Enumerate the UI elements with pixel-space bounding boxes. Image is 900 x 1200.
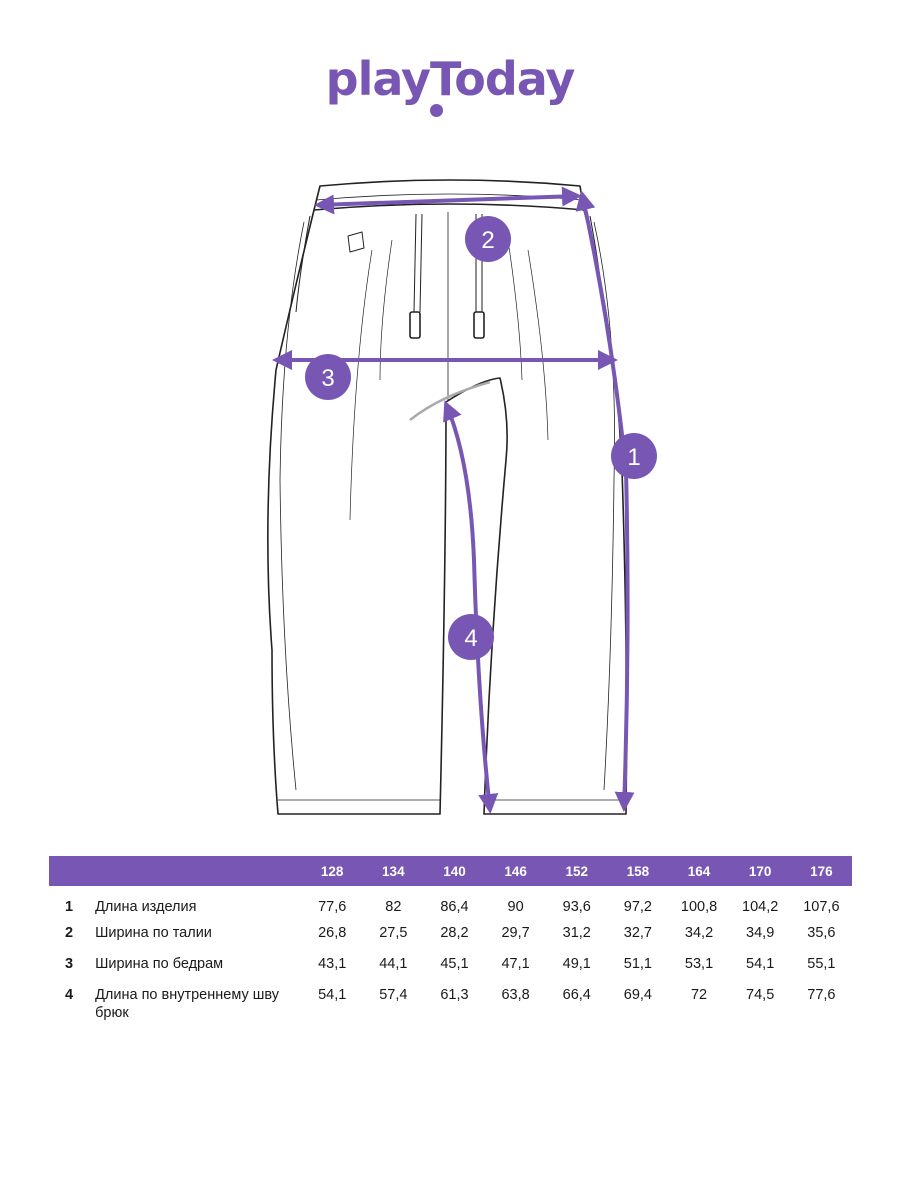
svg-text:1: 1: [627, 444, 640, 471]
table-cell: 45,1: [440, 956, 469, 972]
table-row: 4 Длина по внутреннему шву брюк 54,1 57,…: [49, 982, 852, 1022]
table-cell: 34,9: [746, 925, 775, 941]
table-cell: 57,4: [379, 987, 408, 1003]
table-cell: 97,2: [623, 899, 652, 915]
table-cell: 51,1: [623, 956, 652, 972]
table-cell: 26,8: [318, 925, 347, 941]
table-cell: 49,1: [562, 956, 591, 972]
size-header-row: 128 134 140 146 152 158 164 170 176: [49, 856, 852, 886]
marker-1: 1: [611, 433, 657, 479]
table-cell: 93,6: [562, 899, 591, 915]
table-cell: 69,4: [623, 987, 652, 1003]
table-cell: 35,6: [807, 925, 836, 941]
size-header: 146: [485, 856, 547, 886]
table-row: 1 Длина изделия 77,6 82 86,4 90 93,6 97,…: [49, 886, 852, 920]
size-header: 176: [790, 856, 852, 886]
table-cell: 32,7: [623, 925, 652, 941]
table-cell: 28,2: [440, 925, 469, 941]
measure-line-4: [443, 400, 499, 814]
table-cell: 72: [690, 987, 708, 1003]
row-label: Длина по внутреннему шву брюк: [95, 987, 280, 1021]
row-number: 1: [65, 899, 74, 915]
table-cell: 100,8: [680, 899, 718, 915]
size-header: 158: [607, 856, 669, 886]
size-header: 152: [546, 856, 608, 886]
table-cell: 77,6: [318, 899, 347, 915]
row-number: 3: [65, 956, 74, 972]
table-cell: 55,1: [807, 956, 836, 972]
table-cell: 66,4: [562, 987, 591, 1003]
table-cell: 104,2: [742, 899, 779, 915]
table-cell: 27,5: [379, 925, 408, 941]
marker-2: 2: [465, 216, 511, 262]
crotch-shadow: [409, 380, 491, 421]
header-blank-cell: [49, 856, 302, 886]
table-cell: 43,1: [318, 956, 347, 972]
brand-logo-dot: [430, 104, 443, 117]
brand-logo: playToday: [0, 52, 900, 106]
table-cell: 44,1: [379, 956, 408, 972]
table-cell: 77,6: [807, 987, 836, 1003]
pants-drawing: 2 3 1 4: [267, 179, 657, 815]
svg-text:2: 2: [481, 227, 494, 254]
table-cell: 54,1: [746, 956, 775, 972]
row-label: Длина изделия: [95, 899, 197, 915]
table-cell: 31,2: [562, 925, 591, 941]
table-cell: 90: [507, 899, 524, 915]
size-header: 140: [423, 856, 486, 886]
row-label: Ширина по бедрам: [95, 956, 224, 972]
measure-line-1: [575, 190, 635, 812]
svg-text:3: 3: [321, 365, 334, 392]
marker-3: 3: [305, 354, 351, 400]
table-cell: 34,2: [684, 925, 714, 941]
table-cell: 54,1: [318, 987, 347, 1003]
measure-line-2: [314, 186, 582, 215]
table-cell: 63,8: [501, 987, 530, 1003]
table-cell: 82: [385, 899, 402, 915]
table-cell: 86,4: [440, 899, 469, 915]
table-cell: 74,5: [746, 987, 775, 1003]
table-cell: 107,6: [803, 899, 840, 915]
table-row: 3 Ширина по бедрам 43,1 44,1 45,1 47,1 4…: [49, 951, 852, 982]
size-header: 134: [362, 856, 424, 886]
row-label: Ширина по талии: [95, 925, 212, 941]
table-cell: 47,1: [501, 956, 530, 972]
size-header: 164: [668, 856, 730, 886]
row-number: 2: [65, 925, 74, 941]
table-cell: 53,1: [684, 956, 714, 972]
table-row: 2 Ширина по талии 26,8 27,5 28,2 29,7 31…: [49, 920, 852, 951]
svg-text:4: 4: [464, 625, 477, 652]
marker-4: 4: [448, 614, 494, 660]
row-number: 4: [65, 987, 74, 1003]
table-cell: 29,7: [501, 925, 530, 941]
pants-outline: [267, 179, 628, 815]
table-cell: 61,3: [440, 987, 469, 1003]
brand-logo-text: playToday: [325, 52, 576, 106]
size-table: 128 134 140 146 152 158 164 170 176 1 Дл…: [49, 856, 852, 1022]
size-header: 170: [729, 856, 791, 886]
size-header: 128: [301, 856, 363, 886]
